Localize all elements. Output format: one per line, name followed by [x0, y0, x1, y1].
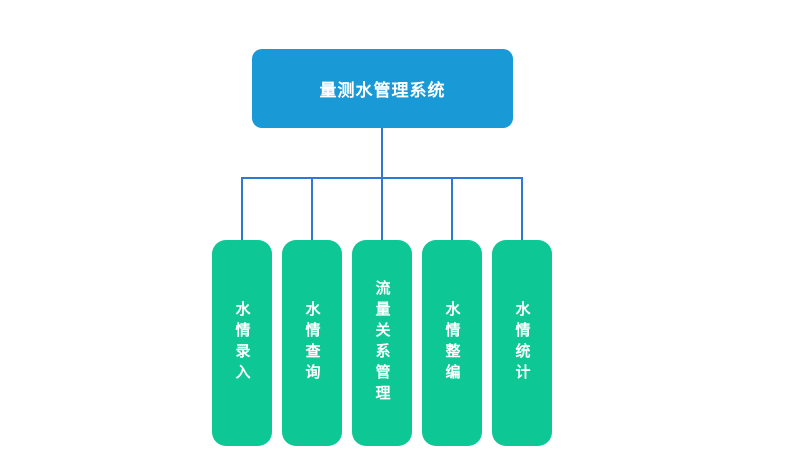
connector-drop-4	[451, 177, 453, 241]
root-node-label: 量测水管理系统	[319, 81, 446, 100]
child-node-flow-relation-management: 流量关系管理	[352, 240, 412, 446]
child-node-water-entry: 水情录入	[212, 240, 272, 446]
child-node-label: 流量关系管理	[373, 280, 391, 406]
connector-drop-5	[521, 177, 523, 241]
connector-root-stub	[381, 128, 383, 178]
child-node-water-query: 水情查询	[282, 240, 342, 446]
child-node-water-compilation: 水情整编	[422, 240, 482, 446]
child-node-water-statistics: 水情统计	[492, 240, 552, 446]
connector-drop-2	[311, 177, 313, 241]
child-node-label: 水情查询	[303, 301, 321, 385]
child-node-label: 水情整编	[443, 301, 461, 385]
child-node-label: 水情录入	[233, 301, 251, 385]
connector-drop-1	[241, 177, 243, 241]
child-node-label: 水情统计	[513, 301, 531, 385]
connector-drop-3	[381, 177, 383, 241]
root-node: 量测水管理系统	[252, 49, 513, 128]
